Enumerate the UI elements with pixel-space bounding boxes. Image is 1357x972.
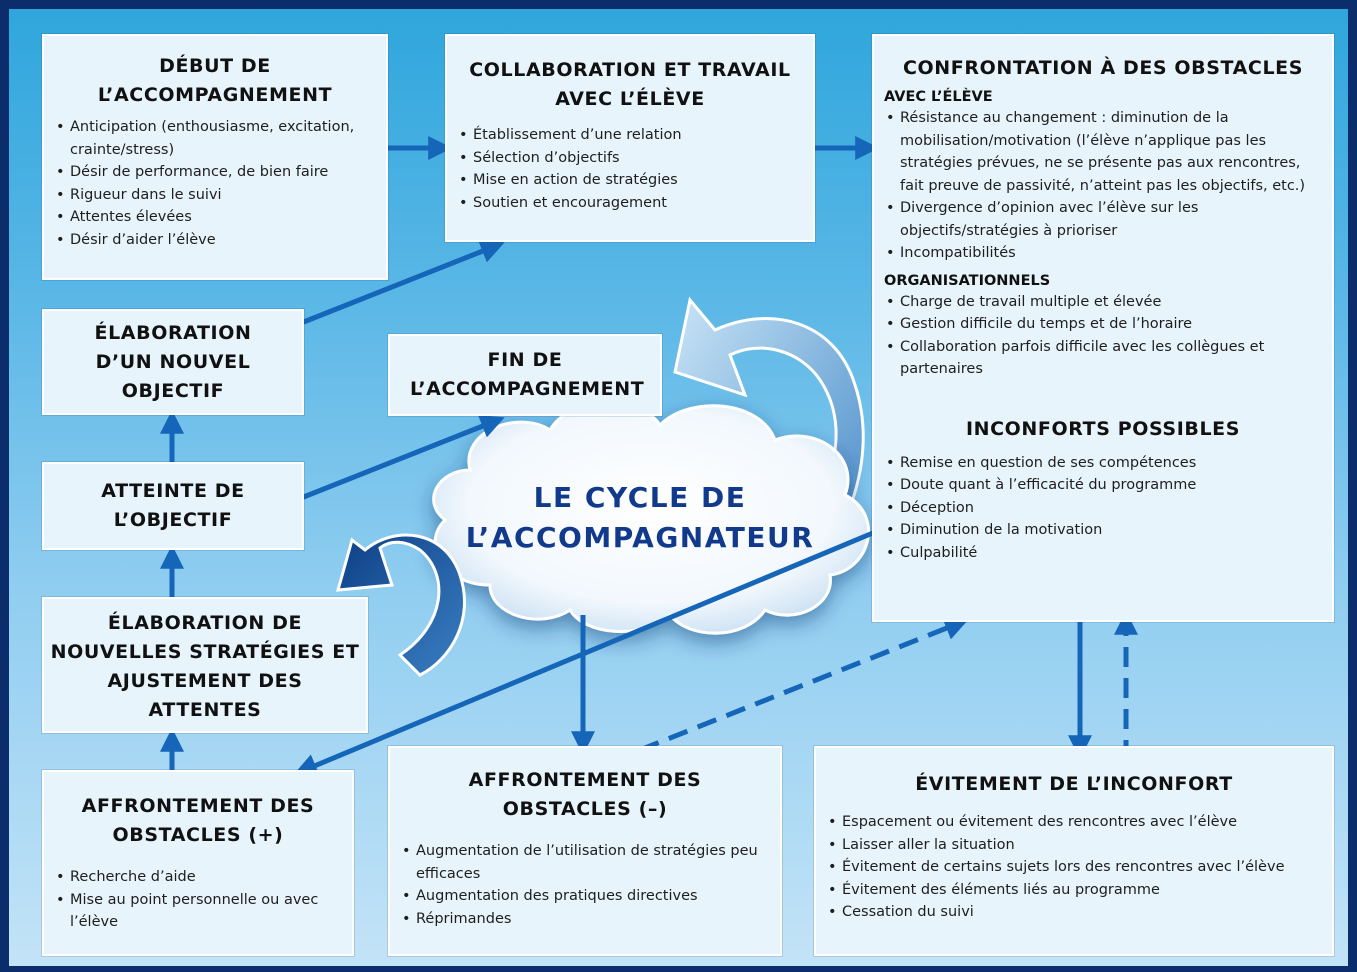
list-item: Évitement de certains sujets lors des re…	[826, 856, 1324, 879]
box-nouvelles-strategies: ÉLABORATION DE NOUVELLES STRATÉGIES ET A…	[42, 597, 368, 733]
list-item: Charge de travail multiple et élevée	[884, 291, 1324, 314]
list-item: Espacement ou évitement des rencontres a…	[826, 811, 1324, 834]
list-affrontement-plus: Recherche d’aide Mise au point personnel…	[44, 866, 352, 934]
list-evitement: Espacement ou évitement des rencontres a…	[816, 811, 1332, 924]
subtitle-organisationnels: ORGANISATIONNELS	[884, 272, 1051, 289]
list-collaboration: Établissement d’une relation Sélection d…	[447, 124, 813, 214]
list-item: Collaboration parfois difficile avec les…	[884, 336, 1324, 381]
list-item: Augmentation des pratiques directives	[400, 885, 772, 908]
list-item: Mise au point personnelle ou avec l’élèv…	[54, 889, 344, 934]
box-nouvel-objectif: ÉLABORATION D’UN NOUVEL OBJECTIF	[42, 309, 304, 415]
title-confrontation: CONFRONTATION À DES OBSTACLES	[902, 57, 1304, 79]
list-inconforts: Remise en question de ses compétences Do…	[874, 452, 1332, 565]
list-item: Désir de performance, de bien faire	[54, 161, 378, 184]
title-fin: FIN DE L’ACCOMPAGNEMENT	[410, 349, 645, 400]
list-debut: Anticipation (enthousiasme, excitation, …	[44, 116, 386, 251]
title-nouvel-objectif: ÉLABORATION D’UN NOUVEL OBJECTIF	[94, 322, 252, 402]
title-affrontement-moins: AFFRONTEMENT DES OBSTACLES (–)	[468, 769, 702, 820]
list-item: Culpabilité	[884, 542, 1324, 565]
list-item: Gestion difficile du temps et de l’horai…	[884, 313, 1324, 336]
title-inconforts: INCONFORTS POSSIBLES	[965, 417, 1241, 440]
list-organisationnels: Charge de travail multiple et élevée Ges…	[874, 291, 1332, 381]
title-atteinte: ATTEINTE DE L’OBJECTIF	[101, 480, 245, 531]
list-avec-eleve: Résistance au changement : diminution de…	[874, 107, 1332, 265]
list-item: Désir d’aider l’élève	[54, 229, 378, 252]
list-item: Incompatibilités	[884, 242, 1324, 265]
list-item: Évitement des éléments liés au programme	[826, 879, 1324, 902]
list-item: Mise en action de stratégies	[457, 169, 805, 192]
list-item: Soutien et encouragement	[457, 192, 805, 215]
box-debut-accompagnement: DÉBUT DE L’ACCOMPAGNEMENT Anticipation (…	[42, 34, 388, 280]
list-item: Divergence d’opinion avec l’élève sur le…	[884, 197, 1324, 242]
subtitle-avec-eleve: AVEC L’ÉLÈVE	[884, 89, 993, 105]
list-item: Recherche d’aide	[54, 866, 344, 889]
title-strategies: ÉLABORATION DE NOUVELLES STRATÉGIES ET A…	[50, 612, 360, 721]
list-item: Rigueur dans le suivi	[54, 184, 378, 207]
box-evitement-inconfort: ÉVITEMENT DE L’INCONFORT Espacement ou é…	[814, 746, 1334, 956]
list-item: Attentes élevées	[54, 206, 378, 229]
list-item: Cessation du suivi	[826, 901, 1324, 924]
box-affrontement-plus: AFFRONTEMENT DES OBSTACLES (+) Recherche…	[42, 770, 354, 956]
list-item: Augmentation de l’utilisation de stratég…	[400, 840, 772, 885]
title-debut: DÉBUT DE L’ACCOMPAGNEMENT	[97, 55, 333, 106]
title-affrontement-plus: AFFRONTEMENT DES OBSTACLES (+)	[81, 795, 315, 846]
list-item: Diminution de la motivation	[884, 519, 1324, 542]
list-item: Déception	[884, 497, 1324, 520]
list-item: Laisser aller la situation	[826, 834, 1324, 857]
list-item: Sélection d’objectifs	[457, 147, 805, 170]
list-item: Résistance au changement : diminution de…	[884, 107, 1324, 197]
cloud-title: LE CYCLE DE L’ACCOMPAGNATEUR	[465, 481, 815, 554]
list-item: Remise en question de ses compétences	[884, 452, 1324, 475]
box-collaboration: COLLABORATION ET TRAVAIL AVEC L’ÉLÈVE Ét…	[445, 34, 815, 242]
box-atteinte-objectif: ATTEINTE DE L’OBJECTIF	[42, 462, 304, 550]
box-affrontement-moins: AFFRONTEMENT DES OBSTACLES (–) Augmentat…	[388, 746, 782, 956]
box-confrontation: CONFRONTATION À DES OBSTACLES AVEC L’ÉLÈ…	[872, 34, 1334, 622]
list-item: Établissement d’une relation	[457, 124, 805, 147]
list-item: Anticipation (enthousiasme, excitation, …	[54, 116, 378, 161]
list-item: Doute quant à l’efficacité du programme	[884, 474, 1324, 497]
list-affrontement-moins: Augmentation de l’utilisation de stratég…	[390, 840, 780, 930]
title-collaboration: COLLABORATION ET TRAVAIL AVEC L’ÉLÈVE	[469, 59, 791, 110]
title-evitement: ÉVITEMENT DE L’INCONFORT	[915, 773, 1233, 795]
list-item: Réprimandes	[400, 908, 772, 931]
box-fin-accompagnement: FIN DE L’ACCOMPAGNEMENT	[388, 334, 662, 416]
